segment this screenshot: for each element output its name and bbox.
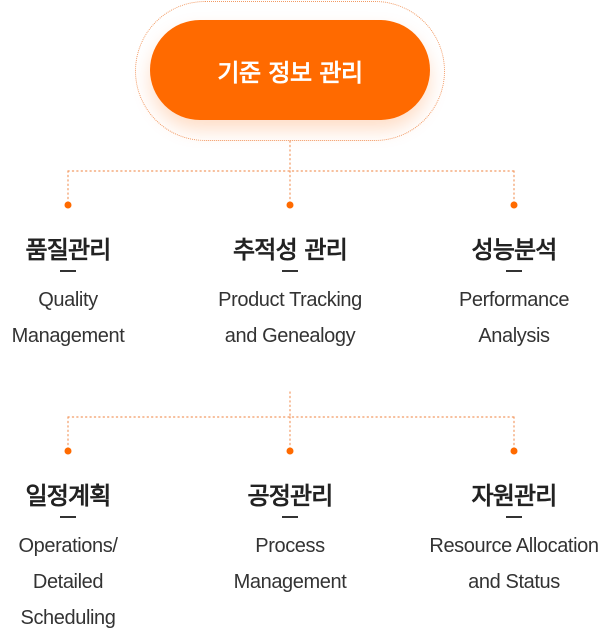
node-product-tracking: 추적성 관리 Product Tracking and Genealogy: [180, 238, 400, 354]
bottom-center-dot: [286, 447, 294, 455]
node-divider: [506, 270, 522, 272]
node-description-line: Operations/: [18, 535, 118, 557]
node-description-line: Product Tracking: [218, 289, 362, 311]
node-title: 공정관리: [247, 482, 333, 510]
node-description-line: Scheduling: [20, 607, 116, 629]
node-description-line: Analysis: [478, 325, 550, 347]
node-divider: [60, 270, 76, 272]
node-description: Product Tracking and Genealogy: [180, 282, 400, 354]
node-quality-management: 품질관리 Quality Management: [0, 238, 178, 354]
node-description-line: Detailed: [32, 571, 104, 593]
node-description-line: and Status: [468, 571, 560, 593]
node-divider: [282, 516, 298, 518]
root-node: 기준 정보 관리: [150, 20, 430, 120]
node-description: Performance Analysis: [404, 282, 616, 354]
node-description-line: Quality: [38, 289, 98, 311]
node-performance-analysis: 성능분석 Performance Analysis: [404, 238, 616, 354]
node-description-line: Management: [11, 325, 125, 347]
node-title: 품질관리: [25, 236, 111, 264]
node-description: Quality Management: [0, 282, 178, 354]
node-process-management: 공정관리 Process Management: [180, 484, 400, 600]
node-title: 성능분석: [471, 236, 557, 264]
root-node-label: 기준 정보 관리: [217, 58, 363, 87]
node-description-line: Management: [233, 571, 347, 593]
node-title: 일정계획: [25, 482, 111, 510]
top-center-dot: [286, 201, 294, 209]
node-divider: [60, 516, 76, 518]
node-divider: [282, 270, 298, 272]
node-title: 추적성 관리: [233, 236, 348, 264]
top-left-dot: [64, 201, 72, 209]
node-divider: [506, 516, 522, 518]
bottom-left-dot: [64, 447, 72, 455]
node-description: Resource Allocation and Status: [404, 528, 616, 600]
node-description-line: Process: [255, 535, 325, 557]
node-description: Process Management: [180, 528, 400, 600]
node-title: 자원관리: [471, 482, 557, 510]
node-description: Operations/ Detailed Scheduling: [0, 528, 178, 636]
node-operations-scheduling: 일정계획 Operations/ Detailed Scheduling: [0, 484, 178, 636]
node-description-line: Performance: [458, 289, 570, 311]
node-resource-allocation: 자원관리 Resource Allocation and Status: [404, 484, 616, 600]
top-right-dot: [510, 201, 518, 209]
node-description-line: and Genealogy: [224, 325, 356, 347]
root-node-halo: [135, 1, 445, 141]
bottom-right-dot: [510, 447, 518, 455]
node-description-line: Resource Allocation: [429, 535, 599, 557]
